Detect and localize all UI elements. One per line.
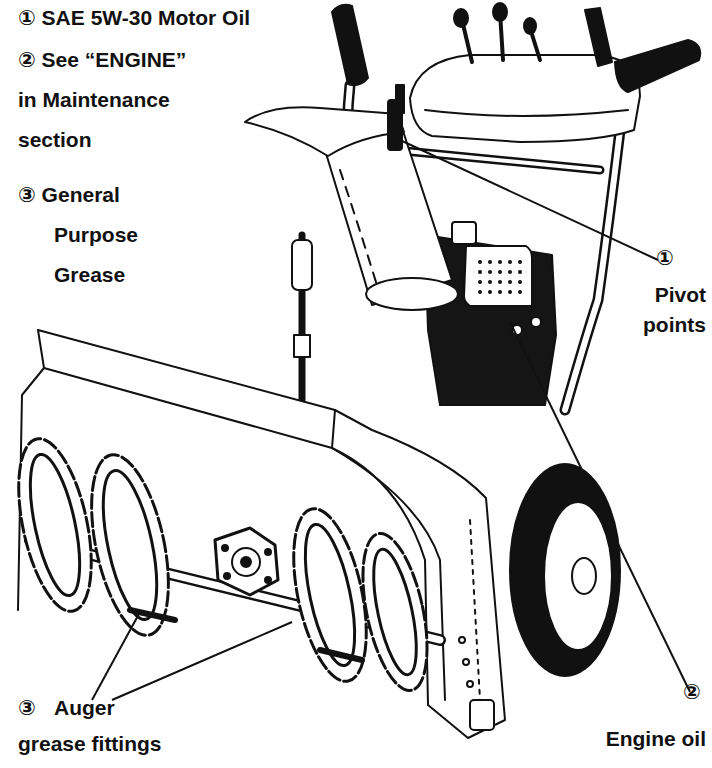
lubricant-legend: ① SAE 5W-30 Motor Oil <box>18 0 250 38</box>
leader-line <box>510 322 690 692</box>
leader-line <box>112 622 292 700</box>
part-label: Pivot points <box>630 280 706 340</box>
leader-line <box>92 612 140 700</box>
callout-number: ③ <box>18 690 36 726</box>
part-label: Auger grease fittings <box>18 690 170 762</box>
part-label: Engine oil <box>560 724 706 754</box>
lubricant-legend: ② See “ENGINE” in Maintenance section <box>18 40 202 160</box>
lubricant-legend: ③ General Purpose Grease <box>18 175 184 295</box>
callout-number: ① <box>656 240 674 276</box>
callout-number: ② <box>683 674 701 710</box>
leader-line <box>400 140 658 260</box>
